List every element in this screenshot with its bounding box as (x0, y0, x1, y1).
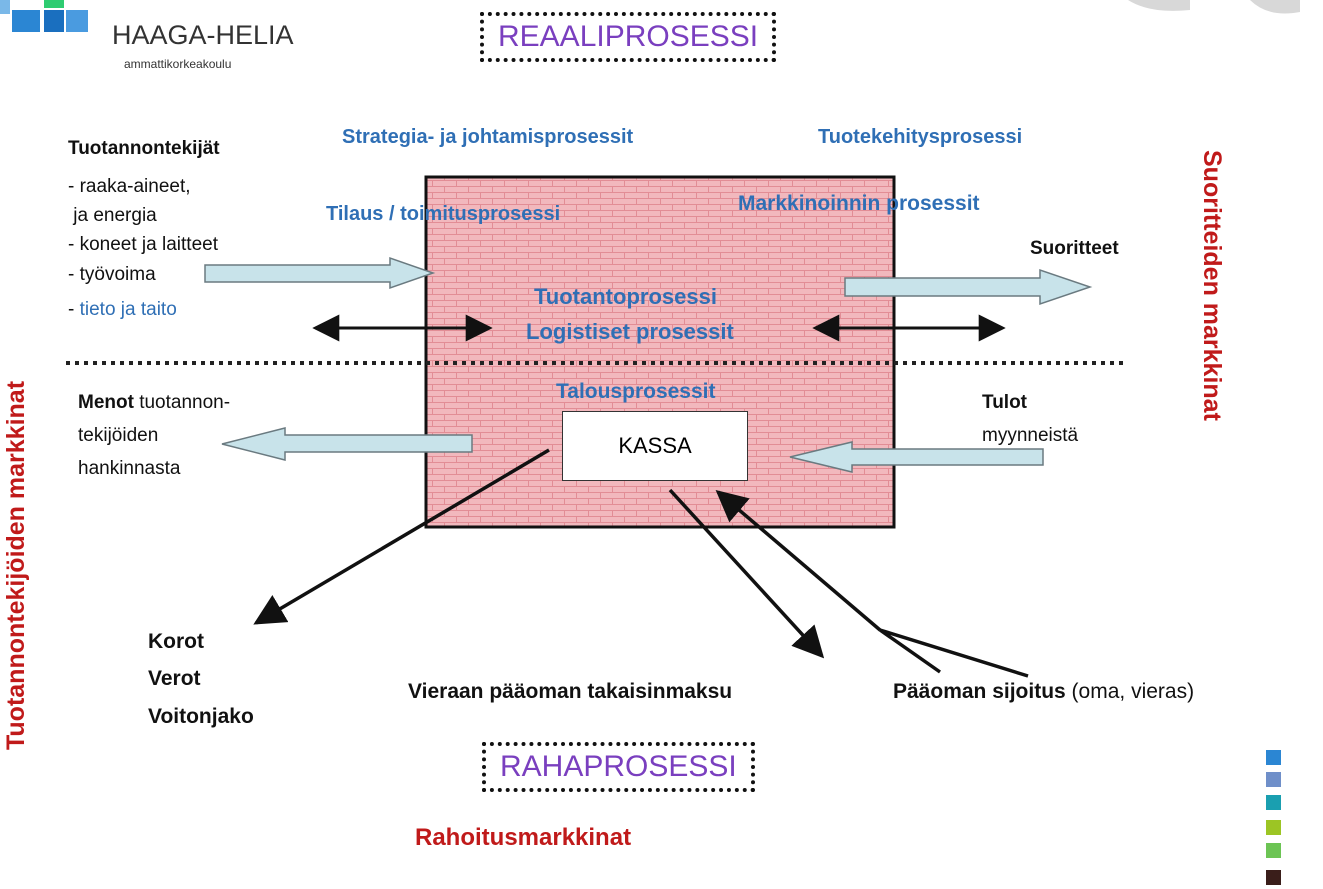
input-arrow (204, 256, 436, 290)
investment-arrow (715, 489, 882, 632)
expenses-line-3: hankinnasta (78, 458, 181, 479)
investment-rest: (oma, vieras) (1065, 680, 1195, 703)
strategy-process-label: Strategia- ja johtamisprosessit (342, 126, 634, 148)
payout-item-3: Voitonjako (148, 705, 254, 728)
payout-item-1: Korot (148, 630, 204, 653)
income-arrow (789, 441, 1044, 473)
corner-decoration (1250, 0, 1300, 14)
production-process-label: Tuotantoprosessi (534, 284, 717, 309)
payout-item-2: Verot (148, 667, 201, 690)
financial-markets-label: Rahoitusmarkkinat (415, 824, 632, 851)
debt-repayment-label: Vieraan pääoman takaisinmaksu (408, 680, 733, 703)
logistics-process-label: Logistiset prosessit (526, 319, 734, 344)
debt-repayment-arrow (668, 488, 825, 659)
output-markets-label: Suoritteiden markkinat (1198, 150, 1226, 421)
inputs-heading: Tuotannontekijät (68, 138, 220, 159)
expenses-line-1: Menot tuotannon- (78, 392, 230, 414)
expenses-rest: tuotannon- (133, 392, 231, 413)
inputs-item-info: - tieto ja taito (68, 299, 177, 321)
inputs-item-2: ja energia (68, 205, 157, 226)
money-process-title: RAHAPROSESSI (482, 742, 755, 792)
inputs-info-prefix: - (68, 299, 80, 320)
real-process-title: REAALIPROSESSI (480, 12, 777, 62)
input-markets-label: Tuotannontekijöiden markkinat (2, 380, 30, 750)
inputs-item-1: - raaka-aineet, (68, 176, 191, 197)
income-bold: Tulot (982, 392, 1028, 413)
order-process-label: Tilaus / toimitusprosessi (326, 203, 561, 225)
corner-decoration (1128, 0, 1190, 11)
expenses-bold: Menot (78, 392, 134, 413)
logo-subtitle: ammattikorkeakoulu (124, 57, 232, 71)
investment-label: Pääoman sijoitus (oma, vieras) (893, 680, 1194, 704)
logo-mark (0, 0, 88, 32)
finance-process-label: Talousprosessit (556, 380, 716, 403)
logo-name: HAAGA-HELIA (112, 20, 294, 50)
investment-bold: Pääoman sijoitus (893, 680, 1066, 703)
investment-source-lines (878, 628, 1029, 678)
income-line-2: myynneistä (982, 425, 1079, 446)
output-arrow (844, 268, 1093, 306)
expenses-arrow (221, 427, 473, 461)
kassa-box: KASSA (562, 411, 748, 481)
decorative-squares (1266, 750, 1281, 885)
payout-arrow (253, 448, 550, 625)
outputs-label: Suoritteet (1030, 238, 1119, 259)
expenses-line-2: tekijöiden (78, 425, 159, 446)
inputs-item-4: - työvoima (68, 264, 156, 285)
product-dev-process-label: Tuotekehitysprosessi (818, 126, 1023, 148)
inputs-item-3: - koneet ja laitteet (68, 234, 218, 255)
marketing-process-label: Markkinoinnin prosessit (738, 192, 980, 215)
kassa-label: KASSA (618, 433, 692, 458)
inputs-info-label: tieto ja taito (79, 299, 177, 320)
